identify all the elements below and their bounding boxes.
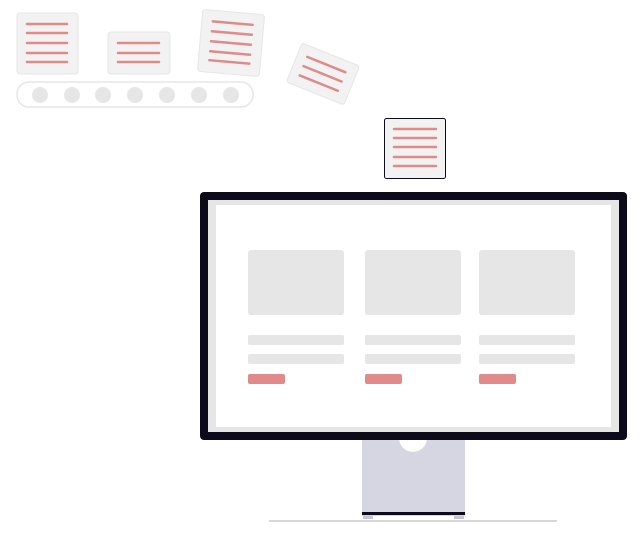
desktop-monitor <box>200 192 627 440</box>
document-icon <box>107 31 171 75</box>
card-button <box>479 374 516 384</box>
card <box>365 250 461 384</box>
document-icon <box>16 12 79 75</box>
card-button <box>365 374 402 384</box>
document-icon <box>384 118 446 179</box>
document-icon <box>286 43 360 105</box>
card-button <box>248 374 285 384</box>
conveyor-belt <box>16 81 254 108</box>
screen <box>216 205 611 427</box>
monitor-stand <box>269 424 557 522</box>
card <box>479 250 575 384</box>
card <box>248 250 344 384</box>
document-icon <box>197 9 265 77</box>
